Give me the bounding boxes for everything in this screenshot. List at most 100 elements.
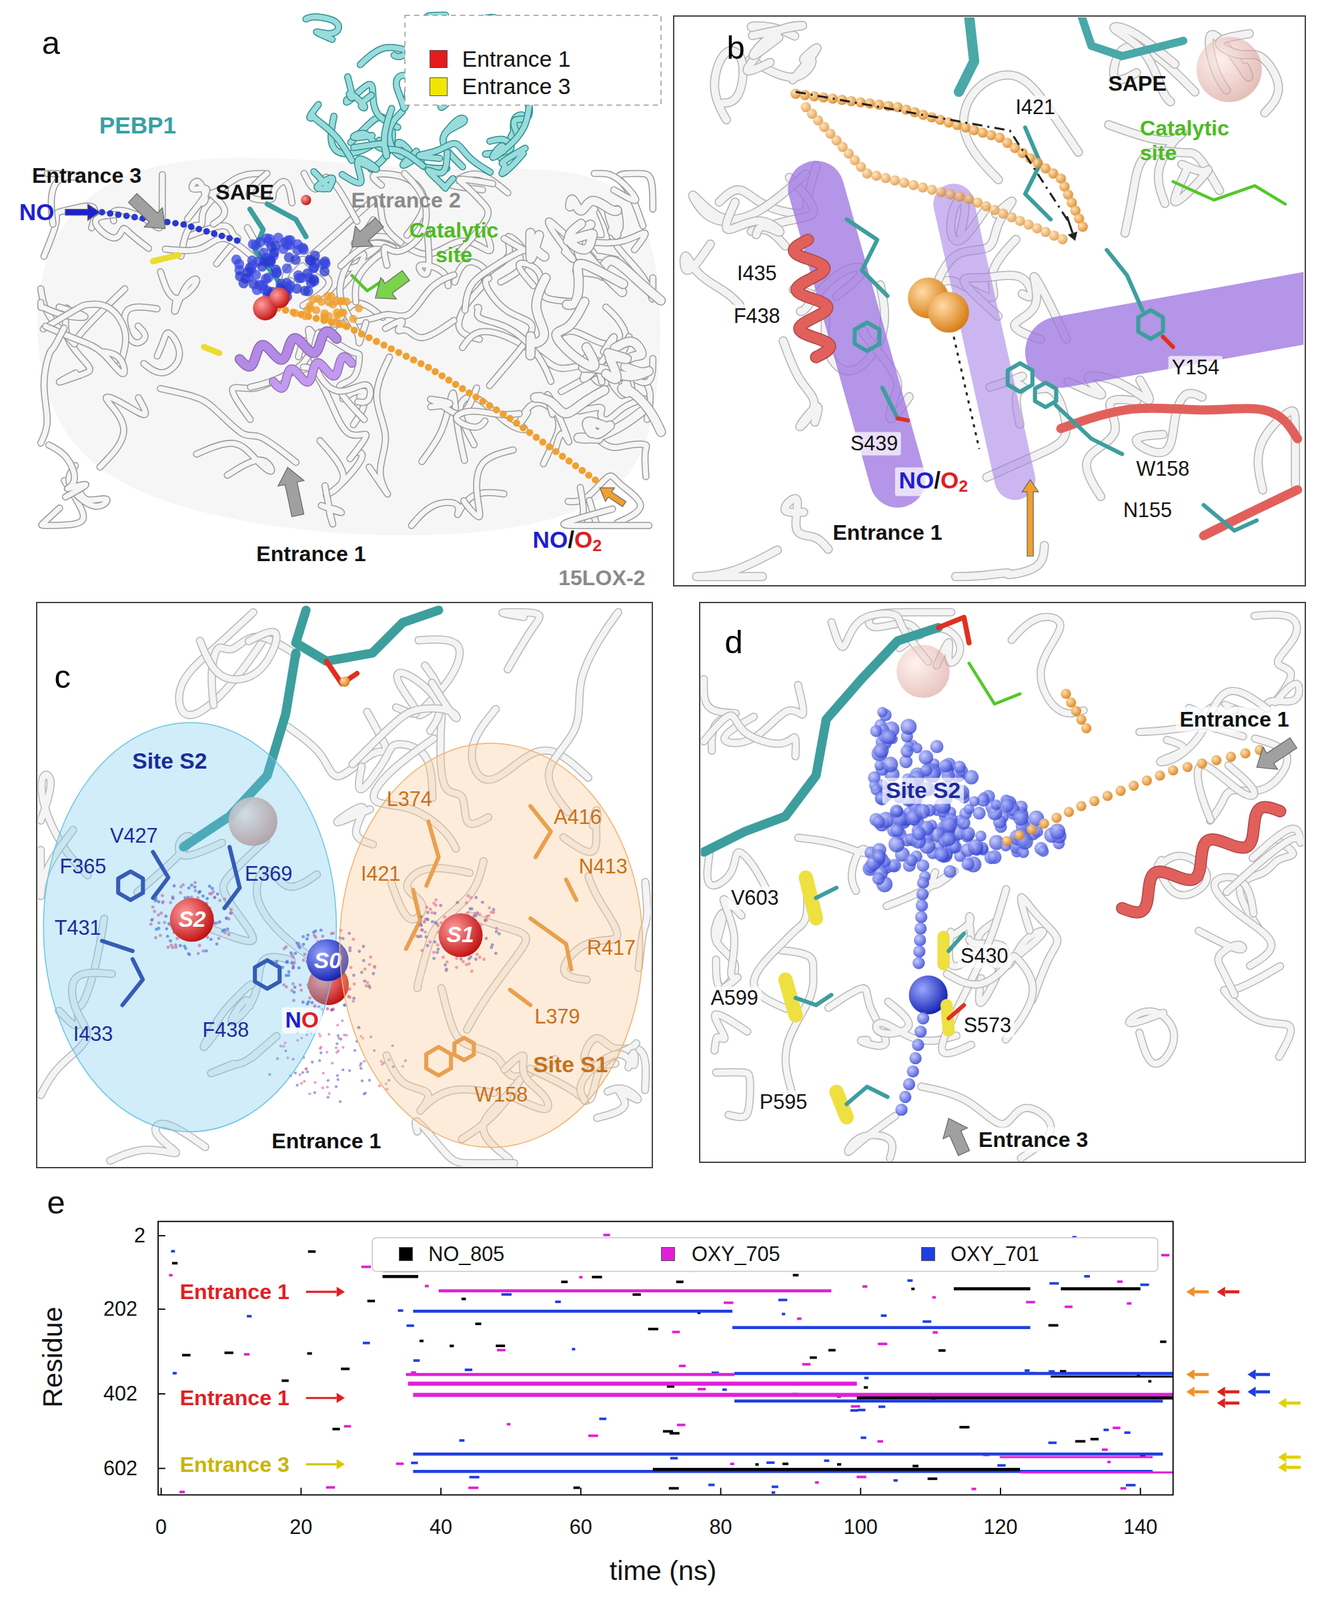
atom-sphere: [300, 194, 311, 205]
trajectory-bead: [861, 168, 872, 179]
data-point: [246, 1314, 252, 1318]
panel-letter: a: [42, 24, 61, 62]
arrow-head: [1186, 1368, 1195, 1379]
trajectory-bead: [226, 234, 233, 242]
ribbon: [1011, 616, 1084, 714]
ribbon: [716, 1071, 751, 1117]
residue-label: I433: [73, 1021, 114, 1046]
ribbon: [411, 492, 504, 525]
site-name: S0: [314, 947, 342, 974]
ribbon: [752, 25, 803, 56]
panel-a-art: [37, 15, 661, 535]
ribbon: [684, 244, 740, 305]
ribbon-outline: [309, 104, 352, 161]
entrance-label: Entrance 1: [1176, 707, 1293, 732]
data-point: [1125, 1483, 1136, 1487]
ribbon-outline: [456, 410, 519, 427]
trajectory-bead: [1075, 801, 1086, 812]
density-dot: [242, 266, 253, 277]
legend-swatch: [661, 1246, 676, 1261]
density-dot: [336, 1073, 339, 1077]
data-point: [495, 1344, 505, 1347]
data-point: [669, 1486, 680, 1490]
data-point: [410, 1461, 418, 1465]
density-sphere: [872, 850, 886, 864]
trajectory-bead: [895, 1103, 908, 1116]
ribbon: [40, 288, 125, 345]
density-sphere: [882, 756, 899, 773]
density-dot: [290, 254, 301, 265]
data-point: [224, 1351, 234, 1355]
trajectory-bead: [358, 330, 366, 338]
data-point: [459, 1438, 465, 1442]
ribbon: [40, 328, 65, 443]
residue-label: V427: [110, 823, 158, 848]
arrow-shaft: [1067, 216, 1073, 233]
data-point: [506, 1422, 511, 1426]
residue-stick: [1055, 404, 1122, 454]
axis-tick-mark: [158, 1467, 166, 1469]
trajectory-bead: [131, 214, 139, 221]
ribbon: [321, 485, 342, 524]
ribbon: [502, 612, 540, 670]
axis-tick: 602: [103, 1456, 138, 1480]
trajectory-bead: [1014, 829, 1025, 840]
arrow-shaft: [1285, 1465, 1300, 1469]
axis-tick-mark: [440, 1487, 442, 1495]
block-arrow: [65, 204, 101, 221]
arrow-shaft: [1225, 1401, 1240, 1405]
site-name: S1: [446, 921, 475, 948]
axis-tick: 2: [134, 1223, 146, 1247]
site-sphere: S1: [438, 912, 483, 958]
trajectory-bead: [203, 228, 211, 235]
ribbon: [124, 306, 158, 343]
density-sphere: [872, 815, 886, 828]
ribbon-outline: [723, 899, 742, 988]
arrow-shaft: [1225, 1390, 1240, 1394]
trajectory-bead: [1001, 835, 1012, 846]
data-point: [603, 1233, 611, 1236]
residue-label: V603: [727, 885, 782, 910]
axis-tick: 140: [1123, 1515, 1158, 1539]
trajectory-bead: [1065, 697, 1076, 708]
ribbon-outline: [160, 271, 197, 311]
occupancy-trace: [406, 1372, 735, 1377]
density-dot: [300, 1081, 303, 1084]
data-point: [997, 1463, 1006, 1467]
residue-label: N155: [1119, 498, 1175, 522]
atom-sphere: [928, 291, 970, 333]
ribbon-outline: [1198, 930, 1243, 995]
density-sphere: [915, 803, 931, 820]
density-dot: [330, 1007, 334, 1012]
density-sphere: [890, 804, 904, 818]
trajectory-bead: [914, 922, 927, 935]
trajectory-bead: [827, 93, 838, 104]
legend-label: Entrance 3: [462, 74, 571, 101]
block-arrow: [352, 218, 384, 248]
density-dot: [353, 1048, 357, 1052]
density-dot: [338, 1099, 342, 1103]
helix: [273, 356, 353, 389]
trajectory-bead: [188, 223, 195, 231]
density-dot: [258, 247, 269, 258]
ellipse-outline: [339, 743, 643, 1148]
text-run: O: [940, 466, 959, 493]
ribbon-outline: [1011, 616, 1084, 714]
data-point: [1120, 1486, 1127, 1490]
data-point: [850, 1408, 859, 1412]
density-dot: [308, 1091, 311, 1095]
trajectory-bead: [282, 306, 290, 315]
text-run: /: [933, 466, 941, 493]
trajectory-bead: [913, 945, 926, 958]
density-dot: [301, 1070, 305, 1074]
density-dot: [341, 1067, 345, 1071]
density-dot: [313, 1091, 317, 1094]
ribbon: [200, 631, 277, 680]
arrow-shaft: [306, 1462, 337, 1465]
residue-label: S439: [847, 432, 902, 456]
trajectory-bead: [1026, 823, 1037, 834]
data-point: [496, 1348, 506, 1352]
density-sphere: [905, 853, 918, 867]
ribbon: [1021, 897, 1058, 1000]
entrance-label: Entrance 1: [268, 1127, 385, 1153]
